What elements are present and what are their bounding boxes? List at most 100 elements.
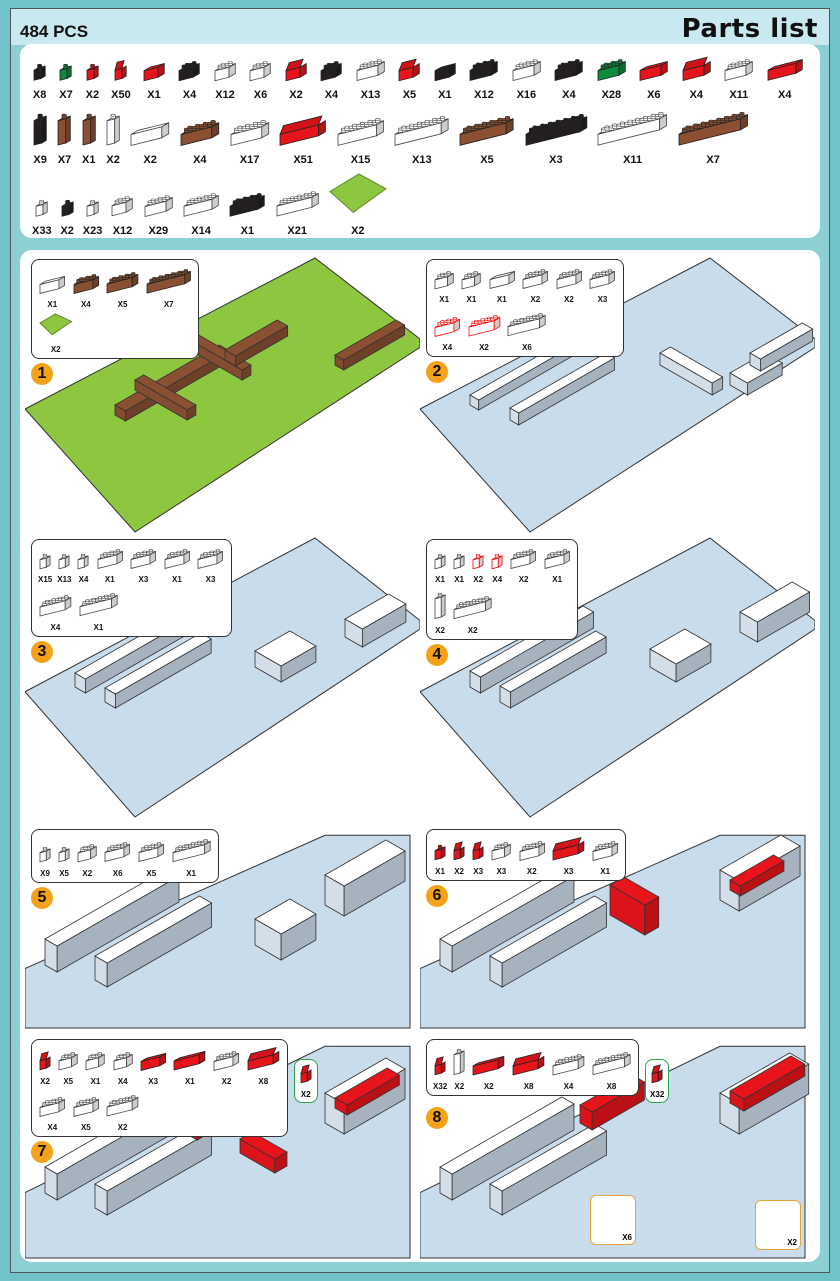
part-item: X2 <box>38 312 74 355</box>
white-brick-icon <box>38 841 52 869</box>
red-brick-icon <box>38 1049 52 1077</box>
black-brick-icon <box>228 186 266 223</box>
build-scene <box>25 834 411 1029</box>
part-quantity: X1 <box>147 89 161 102</box>
part-item: X8 <box>591 1046 632 1092</box>
part-item: X1 <box>591 835 620 877</box>
part-item: X4 <box>681 52 712 101</box>
part-item: X7 <box>677 104 750 166</box>
part-quantity: X7 <box>163 300 174 310</box>
part-item: X1 <box>171 833 212 879</box>
part-quantity: X51 <box>293 154 313 167</box>
build-scene <box>420 834 806 1029</box>
part-item: X2 <box>521 263 550 305</box>
part-quantity: X1 <box>172 575 182 585</box>
part-quantity: X1 <box>438 89 452 102</box>
part-item: X1 <box>460 265 482 306</box>
part-quantity: X5 <box>59 868 70 878</box>
part-item: X5 <box>458 108 515 166</box>
part-quantity: X1 <box>435 867 445 877</box>
white-brick-icon <box>518 835 547 867</box>
part-item: X6 <box>248 54 272 101</box>
white-brick-icon <box>591 835 620 867</box>
red-brick-icon <box>551 833 586 867</box>
part-item: X23 <box>83 193 102 237</box>
red-brick-icon <box>113 57 128 87</box>
part-item: X3 <box>551 833 586 877</box>
part-item: X2 <box>471 548 485 586</box>
detail-callout: X6 <box>590 1195 636 1245</box>
part-quantity: X6 <box>522 343 532 353</box>
white-brick-icon <box>433 587 447 626</box>
part-item: X1 <box>96 543 125 585</box>
brick-top <box>749 322 814 360</box>
part-item: X2 <box>60 193 75 237</box>
white-brick-icon <box>143 188 174 224</box>
part-quantity: X4 <box>47 1123 58 1133</box>
part-item: X2 <box>471 1048 506 1092</box>
part-item: X12 <box>468 52 499 102</box>
part-item: X4 <box>72 268 101 310</box>
white-brick-icon <box>452 548 466 576</box>
white-brick-icon <box>591 1046 632 1082</box>
baseplate <box>25 834 411 1029</box>
part-item: X1 <box>228 186 266 237</box>
part-item: X4 <box>553 52 584 102</box>
part-quantity: X12 <box>474 89 494 102</box>
part-quantity: X4 <box>78 575 89 585</box>
white-brick-icon <box>76 548 90 576</box>
part-item: X4 <box>177 54 201 101</box>
part-item: X51 <box>278 110 327 166</box>
brick-top <box>324 839 406 887</box>
brick-top <box>254 630 317 667</box>
brick-top <box>344 593 407 630</box>
part-item: X1 <box>433 54 457 102</box>
part-quantity: X7 <box>59 89 73 102</box>
part-quantity: X2 <box>467 625 478 635</box>
part-item: X15 <box>38 548 52 586</box>
part-item: X5 <box>72 1091 101 1133</box>
part-item: X21 <box>275 184 320 237</box>
piece-count: 484 PCS <box>20 22 89 41</box>
part-item: X8 <box>511 1048 546 1092</box>
brick-top <box>94 895 213 964</box>
part-quantity: X4 <box>562 89 576 102</box>
part-item: X4 <box>433 311 462 353</box>
part-quantity: X2 <box>82 868 93 878</box>
part-quantity: X4 <box>50 623 61 633</box>
part-quantity: X13 <box>412 154 432 167</box>
part-item: X29 <box>143 188 174 237</box>
brick-top <box>489 895 608 964</box>
step-number-badge: 7 <box>31 1141 53 1164</box>
part-item: X1 <box>38 268 67 310</box>
part-item: X4 <box>766 50 804 101</box>
part-item: X2 <box>509 543 538 585</box>
part-item: X1 <box>433 839 447 877</box>
white-brick-icon <box>393 108 450 152</box>
white-brick-icon <box>57 1046 79 1077</box>
lime-brick-icon <box>38 312 74 345</box>
black-brick-icon <box>60 193 75 223</box>
part-quantity: X2 <box>221 1077 232 1087</box>
part-item: X5 <box>57 841 71 879</box>
white-brick-icon <box>551 1048 586 1082</box>
part-item: X13 <box>355 52 386 101</box>
white-brick-icon <box>72 1091 101 1123</box>
brown-brick-icon <box>458 108 515 152</box>
part-item: X7 <box>56 106 72 166</box>
part-quantity: X2 <box>518 575 529 585</box>
red-brick-icon <box>397 54 421 88</box>
part-item: X28 <box>596 52 627 101</box>
part-quantity: X3 <box>148 1077 159 1087</box>
